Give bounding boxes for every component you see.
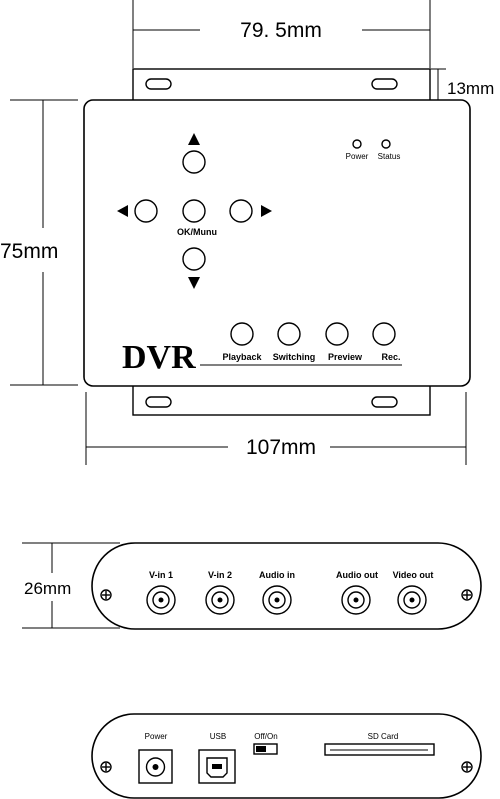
- power-led-icon: [352, 139, 362, 149]
- dim-tab-label: 13mm: [447, 79, 494, 98]
- arrow-right-icon: [261, 205, 272, 217]
- dim-tab: 13mm: [430, 68, 494, 101]
- front-panel-body: [91, 542, 482, 630]
- ok-label: OK/Munu: [177, 227, 217, 237]
- port-label-audio-in: Audio in: [259, 570, 295, 580]
- screw-icon: [100, 589, 112, 601]
- up-button: [182, 150, 206, 174]
- port-label-audio-out: Audio out: [336, 570, 378, 580]
- rear-panel: Power USB Off/On SD Card: [91, 713, 482, 799]
- screw-icon: [100, 761, 112, 773]
- preview-button: [325, 322, 349, 346]
- dim-depth-label: 26mm: [24, 579, 71, 598]
- down-button: [182, 247, 206, 271]
- arrow-up-icon: [188, 133, 200, 145]
- rca-jack-icon: [205, 585, 235, 615]
- rca-jack-icon: [341, 585, 371, 615]
- power-indicator-label: Power: [346, 152, 369, 161]
- rear-panel-body: [91, 713, 482, 799]
- dim-main-width: 107mm: [85, 392, 467, 465]
- usb-b-port-icon: [198, 749, 236, 784]
- brand-logo: DVR: [122, 339, 196, 376]
- rec-label: Rec.: [381, 352, 400, 362]
- switching-button: [277, 322, 301, 346]
- power-port-label: Power: [145, 732, 168, 741]
- top-mount-tab: [132, 68, 431, 105]
- dim-top-width: 79. 5mm: [132, 0, 431, 68]
- left-button: [134, 199, 158, 223]
- front-panel: 26mm V-in 1 V-in 2 Audio in Audio out Vi…: [22, 542, 482, 630]
- slot-icon: [371, 78, 398, 90]
- top-view: Power Status OK/Munu DVR Playback Switch…: [83, 68, 471, 416]
- rca-jack-icon: [397, 585, 427, 615]
- dc-power-jack-icon: [138, 749, 173, 784]
- switching-label: Switching: [273, 352, 316, 362]
- sd-card-label: SD Card: [368, 732, 399, 741]
- arrow-left-icon: [117, 205, 128, 217]
- status-indicator-label: Status: [378, 152, 401, 161]
- port-label-vin2: V-in 2: [208, 570, 232, 580]
- power-switch-icon: [253, 743, 278, 755]
- port-label-video-out: Video out: [393, 570, 434, 580]
- dim-height-label: 75mm: [0, 240, 58, 263]
- dvr-body: [83, 99, 471, 387]
- rca-jack-icon: [262, 585, 292, 615]
- rec-button: [372, 322, 396, 346]
- playback-button: [230, 322, 254, 346]
- ok-button: [182, 199, 206, 223]
- dim-top-width-label: 79. 5mm: [240, 19, 322, 42]
- port-label-vin1: V-in 1: [149, 570, 173, 580]
- switch-label: Off/On: [254, 732, 277, 741]
- status-led-icon: [381, 139, 391, 149]
- dim-main-width-label: 107mm: [246, 436, 316, 459]
- arrow-down-icon: [188, 277, 200, 289]
- playback-label: Playback: [222, 352, 262, 362]
- dim-height: 75mm: [0, 99, 78, 386]
- slot-icon: [371, 396, 398, 408]
- rca-jack-icon: [146, 585, 176, 615]
- slot-icon: [145, 78, 172, 90]
- preview-label: Preview: [328, 352, 363, 362]
- screw-icon: [461, 589, 473, 601]
- slot-icon: [145, 396, 172, 408]
- screw-icon: [461, 761, 473, 773]
- usb-port-label: USB: [210, 732, 226, 741]
- sd-card-slot-icon: [324, 743, 435, 756]
- right-button: [229, 199, 253, 223]
